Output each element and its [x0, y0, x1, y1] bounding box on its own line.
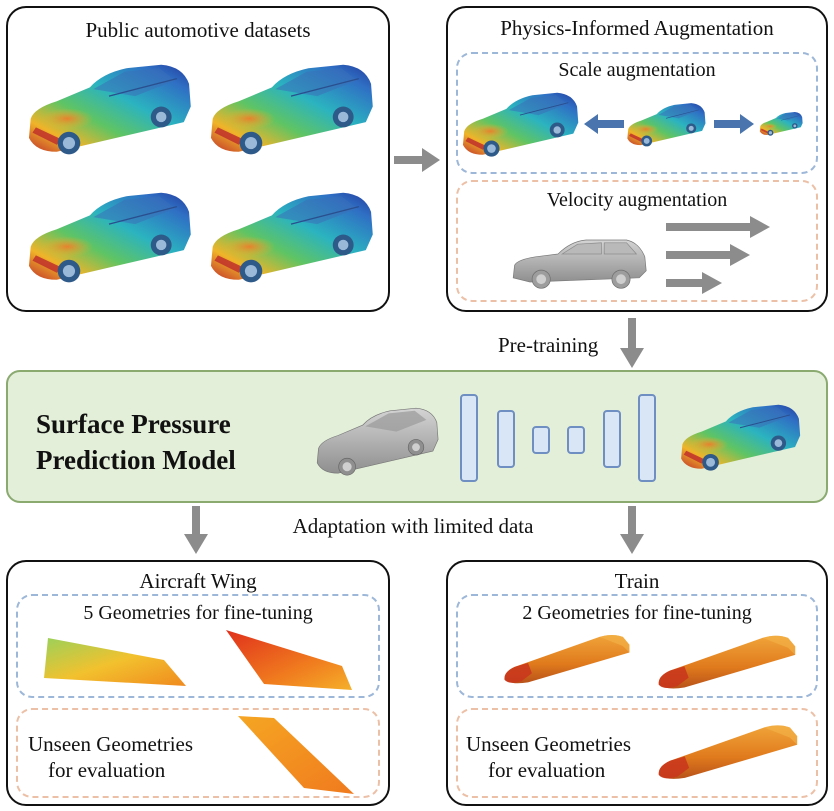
wing-pressure-icon	[226, 630, 352, 690]
train-eval-label-line2: for evaluation	[488, 758, 606, 782]
network-layer	[497, 410, 515, 468]
train-pressure-icon	[504, 634, 630, 684]
wing-finetune-label: 5 Geometries for fine-tuning	[83, 602, 313, 624]
arrow-icon	[666, 216, 770, 238]
network-layer	[603, 410, 621, 468]
network-layer	[460, 394, 478, 482]
train-panel	[446, 560, 828, 806]
train-pressure-icon	[658, 635, 796, 689]
train-pressure-icon	[658, 725, 798, 779]
velocity-augmentation-box	[456, 180, 818, 302]
aircraft-wing-title: Aircraft Wing	[139, 569, 257, 593]
arrow-icon	[620, 506, 644, 554]
gray-car-icon	[512, 239, 647, 289]
train-title: Train	[614, 569, 660, 593]
car-pressure-icon	[462, 92, 579, 158]
car-pressure-icon	[210, 192, 374, 284]
gray-car-icon	[316, 407, 439, 476]
train-eval-box	[456, 708, 818, 798]
wing-eval-box	[16, 708, 380, 798]
scale-augmentation-label: Scale augmentation	[558, 59, 716, 81]
car-pressure-icon	[210, 64, 374, 156]
velocity-augmentation-label: Velocity augmentation	[546, 189, 728, 211]
car-pressure-icon	[28, 192, 192, 284]
car-pressure-icon	[626, 102, 706, 147]
model-title-line2: Prediction Model	[36, 445, 236, 475]
augmentation-title: Physics-Informed Augmentation	[500, 16, 774, 40]
wing-pressure-icon	[238, 716, 354, 794]
arrow-icon	[620, 318, 644, 368]
arrow-icon	[666, 272, 722, 294]
adaptation-label: Adaptation with limited data	[292, 514, 534, 538]
arrow-icon	[666, 244, 750, 266]
arrow-icon	[394, 148, 440, 172]
arrow-icon	[584, 114, 624, 134]
car-pressure-icon	[680, 404, 801, 472]
wing-pressure-icon	[44, 638, 186, 686]
train-eval-label-line1: Unseen Geometries	[466, 732, 632, 756]
network-layer	[532, 426, 550, 454]
network-layer	[567, 426, 585, 454]
wing-eval-label-line1: Unseen Geometries	[28, 732, 194, 756]
train-finetune-label: 2 Geometries for fine-tuning	[522, 602, 752, 624]
arrow-icon	[714, 114, 754, 134]
arrow-icon	[184, 506, 208, 554]
train-finetune-box	[456, 594, 818, 698]
scale-augmentation-box	[456, 52, 818, 174]
public-datasets-title: Public automotive datasets	[85, 18, 311, 42]
network-layer	[638, 394, 656, 482]
wing-eval-label-line2: for evaluation	[48, 758, 166, 782]
model-title-line1: Surface Pressure	[36, 409, 231, 439]
car-pressure-icon	[28, 64, 192, 156]
wing-finetune-box	[16, 594, 380, 698]
car-pressure-icon	[759, 111, 803, 136]
pretraining-label: Pre-training	[498, 333, 599, 357]
model-title: Surface Pressure Prediction Model	[36, 406, 236, 478]
